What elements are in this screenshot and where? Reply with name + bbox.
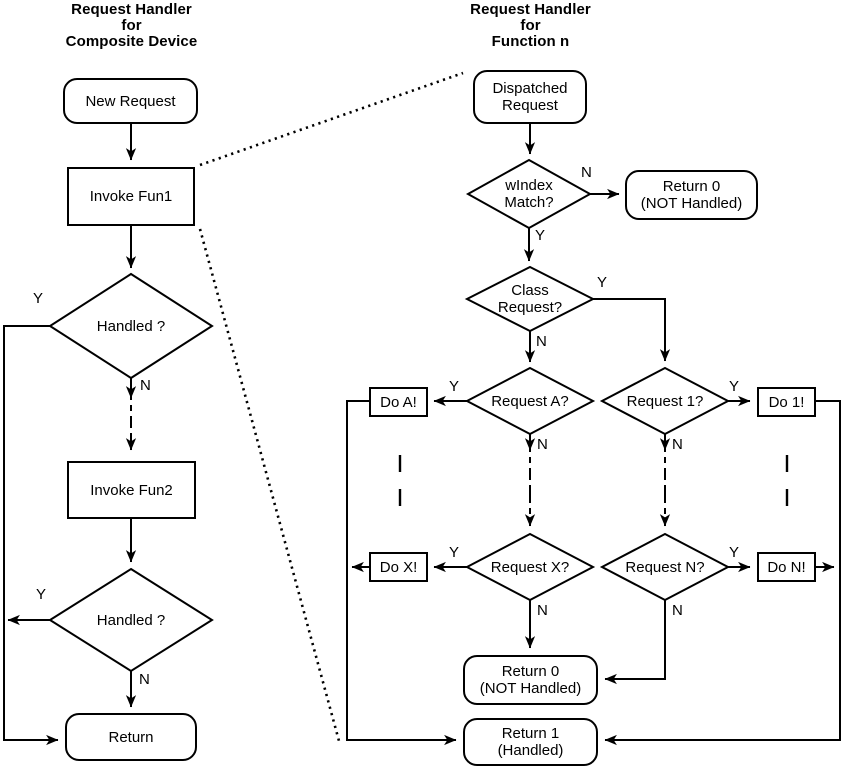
windex-no-label: N	[581, 164, 592, 181]
handled2-decision-text: Handled ?	[96, 611, 166, 629]
callout-line-top	[199, 71, 464, 167]
composite-device-edges	[3, 124, 137, 746]
handled2-decision-diamond	[48, 567, 214, 673]
return1-node: Return 1 (Handled)	[463, 718, 598, 766]
edge-doa-return1	[346, 400, 457, 746]
return0-top-node: Return 0 (NOT Handled)	[625, 170, 758, 220]
request1-decision-diamond	[599, 366, 731, 436]
request-x-no-label: N	[537, 602, 548, 619]
class-yes-label: Y	[597, 274, 608, 291]
request-a-yes-label: Y	[449, 378, 460, 395]
handled2-yes-label: Y	[36, 586, 47, 603]
class-request-decision-text: Class Request?	[497, 282, 563, 316]
continuation-marks	[398, 455, 789, 506]
request-n-yes-label: Y	[729, 544, 740, 561]
invoke-fun2-node: Invoke Fun2	[67, 461, 196, 519]
windex-yes-label: Y	[535, 227, 546, 244]
edge-handled1-yes-return	[3, 325, 59, 746]
windex-decision-text: wIndex Match?	[504, 177, 554, 211]
return-node: Return	[65, 713, 197, 761]
do-n-node: Do N!	[757, 552, 816, 582]
handled1-decision-text: Handled ?	[96, 317, 166, 335]
requesta-decision-diamond	[464, 366, 596, 436]
new-request-node: New Request	[63, 78, 198, 124]
function-n-edges	[346, 124, 841, 746]
composite-device-title: Request Handler for Composite Device	[65, 1, 198, 50]
edge-do1-return1	[604, 400, 841, 746]
zoom-callout-lines	[198, 71, 464, 742]
request-1-no-label: N	[672, 436, 683, 453]
do-a-node: Do A!	[369, 387, 428, 417]
edge-requestn-no-return0	[604, 600, 666, 685]
requestx-decision-diamond	[464, 532, 596, 602]
do-1-node: Do 1!	[757, 387, 816, 417]
function-n-title: Request Handler for Function n	[470, 1, 591, 50]
handled1-no-label: N	[140, 377, 151, 394]
request-1-decision-text: Request 1?	[626, 392, 704, 410]
handled2-no-label: N	[139, 671, 150, 688]
request-n-decision-text: Request N?	[625, 558, 705, 576]
class-no-label: N	[536, 333, 547, 350]
request-1-yes-label: Y	[729, 378, 740, 395]
handled1-decision-diamond	[48, 272, 214, 380]
callout-line-bottom	[198, 228, 341, 742]
request-x-decision-text: Request X?	[490, 558, 570, 576]
request-a-no-label: N	[537, 436, 548, 453]
composite-device-decisions	[48, 272, 214, 673]
return0-bottom-node: Return 0 (NOT Handled)	[463, 655, 598, 705]
edge-class-yes-request1	[593, 298, 671, 362]
windex-decision-diamond	[465, 158, 593, 230]
do-x-node: Do X!	[369, 552, 428, 582]
request-a-decision-text: Request A?	[491, 392, 569, 410]
invoke-fun1-node: Invoke Fun1	[67, 167, 195, 226]
request-x-yes-label: Y	[449, 544, 460, 561]
requestn-decision-diamond	[599, 532, 731, 602]
request-n-no-label: N	[672, 602, 683, 619]
handled1-yes-label: Y	[33, 290, 44, 307]
dispatched-request-node: Dispatched Request	[473, 70, 587, 124]
function-n-decisions	[464, 158, 731, 602]
class-decision-diamond	[464, 265, 596, 333]
